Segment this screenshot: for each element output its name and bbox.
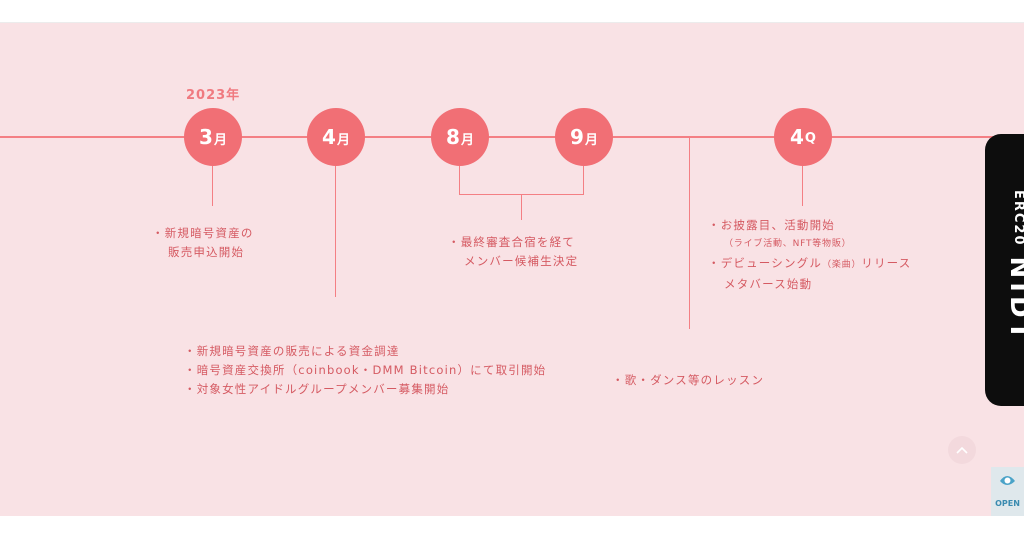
scroll-top-button[interactable]: [948, 436, 976, 464]
event-line-part: リリース: [861, 256, 912, 270]
event-line: メンバー候補生決定: [464, 254, 579, 268]
event-april: ・新規暗号資産の販売による資金調達 ・暗号資産交換所（coinbook・DMM …: [184, 342, 546, 399]
event-line: ・デビューシングル（楽曲）リリース: [708, 254, 912, 275]
event-line: メタバース始動: [724, 277, 813, 291]
month-number: 9: [570, 125, 584, 149]
month-unit: 月: [584, 133, 598, 148]
month-unit: 月: [213, 133, 227, 148]
event-line: ・最終審査合宿を経て: [448, 235, 575, 249]
open-badge-icon: [1000, 476, 1015, 485]
year-label: 2023年: [186, 88, 241, 103]
event-line: ・対象女性アイドルグループメンバー募集開始: [184, 382, 450, 396]
month-unit: 月: [336, 133, 350, 148]
timeline-panel: [0, 22, 1024, 516]
connector-april: [335, 166, 336, 297]
connector-lesson: [689, 138, 690, 329]
connector-4q: [802, 166, 803, 206]
event-line-part: （楽曲）: [822, 260, 862, 270]
month-number: 8: [446, 125, 460, 149]
event-line-note: （ライブ活動、NFT等物販）: [724, 239, 852, 249]
event-line: ・お披露目、活動開始: [708, 218, 835, 232]
month-unit: 月: [460, 133, 474, 148]
open-badge[interactable]: OPEN: [991, 467, 1024, 516]
connector-august: [459, 166, 460, 194]
month-number: 4: [322, 125, 336, 149]
month-number: 3: [199, 125, 213, 149]
timeline-axis: [0, 136, 1000, 138]
event-aug-sep: ・最終審査合宿を経て メンバー候補生決定: [448, 233, 578, 271]
event-line: ・暗号資産交換所（coinbook・DMM Bitcoin）にて取引開始: [184, 363, 547, 377]
side-tab-label-small: ERC20: [1011, 190, 1024, 247]
side-tab-label-large: NIDT: [1004, 256, 1024, 344]
event-line: 販売申込開始: [168, 245, 245, 259]
top-divider: [0, 22, 1024, 23]
month-unit: Q: [804, 131, 816, 146]
event-march: ・新規暗号資産の 販売申込開始: [152, 224, 254, 262]
event-line-part: ・デビューシングル: [708, 256, 823, 270]
connector-aug-sep: [521, 194, 522, 220]
chevron-up-icon: [956, 446, 968, 454]
month-number: 4: [790, 125, 804, 149]
event-lesson: ・歌・ダンス等のレッスン: [612, 373, 765, 387]
connector-march: [212, 166, 213, 206]
side-tab-label[interactable]: ERC20 NIDT: [1004, 190, 1024, 343]
side-tab-nidt[interactable]: [985, 134, 1024, 406]
open-badge-label: OPEN: [995, 499, 1020, 508]
event-line: ・新規暗号資産の: [152, 226, 254, 240]
event-4q: ・お披露目、活動開始 （ライブ活動、NFT等物販） ・デビューシングル（楽曲）リ…: [708, 216, 912, 294]
connector-september: [583, 166, 584, 194]
event-line: ・新規暗号資産の販売による資金調達: [184, 344, 400, 358]
